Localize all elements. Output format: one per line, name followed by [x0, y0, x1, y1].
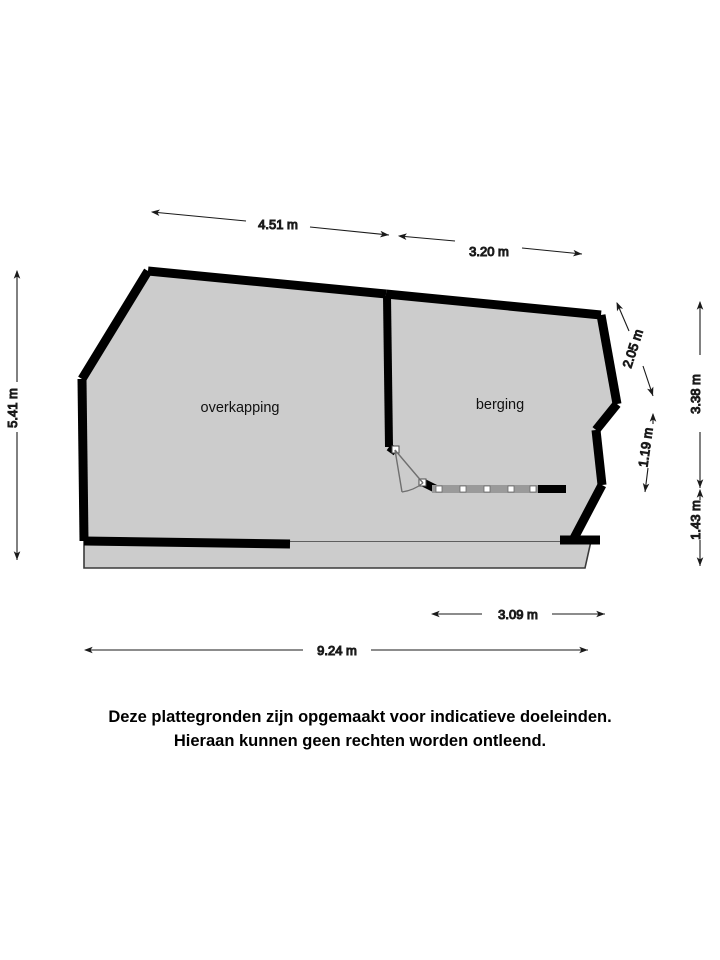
- wall-east-upper: [592, 401, 621, 433]
- disclaimer-line-1: Deze plattegronden zijn opgemaakt voor i…: [108, 708, 611, 726]
- exterior-walls: [77, 266, 622, 549]
- window-pane: [459, 485, 467, 493]
- door-berging[interactable]: [391, 445, 427, 493]
- building-group: overkapping berging: [77, 266, 622, 569]
- door-leaf-open: [394, 449, 403, 493]
- dim-924-label: 9.24 m: [317, 643, 357, 658]
- dim-top-right-label: 3.20 m: [469, 244, 509, 259]
- floor-fill: [82, 270, 616, 541]
- wall-east-lower: [591, 429, 607, 486]
- window-berging-south[interactable]: [432, 485, 538, 493]
- disclaimer-line-2: Hieraan kunnen geen rechten worden ontle…: [174, 732, 546, 750]
- wall-se-diagonal: [568, 482, 606, 545]
- dim-338-label: 3.38 m: [688, 374, 703, 414]
- wall-ne-diagonal: [596, 314, 622, 405]
- dim-143-label: 1.43 m: [688, 500, 703, 540]
- wall-south-left-stub: [83, 536, 291, 549]
- dim-bottom-right: 3.09 m: [430, 606, 605, 623]
- window-pane: [529, 485, 537, 493]
- dim-left-total: 5.41 m: [4, 269, 21, 560]
- dimension-lines: 4.51 m 3.20 m 5.41 m 2.05 m: [4, 209, 704, 659]
- dim-309-label: 3.09 m: [498, 607, 538, 622]
- wall-north-right: [385, 289, 602, 320]
- dim-right-upper-total: 3.38 m: [687, 300, 704, 488]
- window-pane: [483, 485, 491, 493]
- dim-top-left-line-b: [309, 226, 390, 238]
- disclaimer-block: Deze plattegronden zijn opgemaakt voor i…: [108, 708, 611, 750]
- wall-north-left: [147, 266, 387, 299]
- dim-205-line-b: [642, 365, 654, 397]
- dim-top-left: 4.51 m: [150, 209, 390, 238]
- dim-right-diagonal-lower: 1.19 m: [635, 412, 657, 493]
- dim-right-lower-total: 1.43 m: [687, 488, 704, 566]
- room-label-berging: berging: [476, 397, 524, 413]
- dim-top-right: 3.20 m: [397, 233, 583, 260]
- wall-west: [77, 378, 89, 542]
- dim-right-diagonal-upper: 2.05 m: [616, 301, 654, 397]
- dim-119-label: 1.19 m: [635, 427, 655, 468]
- dim-bottom-total: 9.24 m: [83, 642, 588, 659]
- dim-top-right-line-a: [397, 233, 456, 242]
- dim-205-line-a: [616, 301, 630, 332]
- wall-partition-vertical: [383, 295, 393, 448]
- dim-119-line-b: [642, 467, 650, 493]
- dim-left-label: 5.41 m: [5, 388, 20, 428]
- wall-nw-diagonal: [78, 268, 152, 382]
- dim-top-left-line-a: [150, 209, 247, 222]
- door-leaf-closed: [394, 449, 424, 484]
- door-swing-arc: [401, 482, 424, 493]
- dim-top-left-label: 4.51 m: [258, 217, 298, 232]
- window-pane: [435, 485, 443, 493]
- room-label-overkapping: overkapping: [201, 400, 280, 416]
- dim-top-right-line-b: [521, 247, 583, 257]
- window-pane: [507, 485, 515, 493]
- dim-205-label: 2.05 m: [619, 327, 646, 369]
